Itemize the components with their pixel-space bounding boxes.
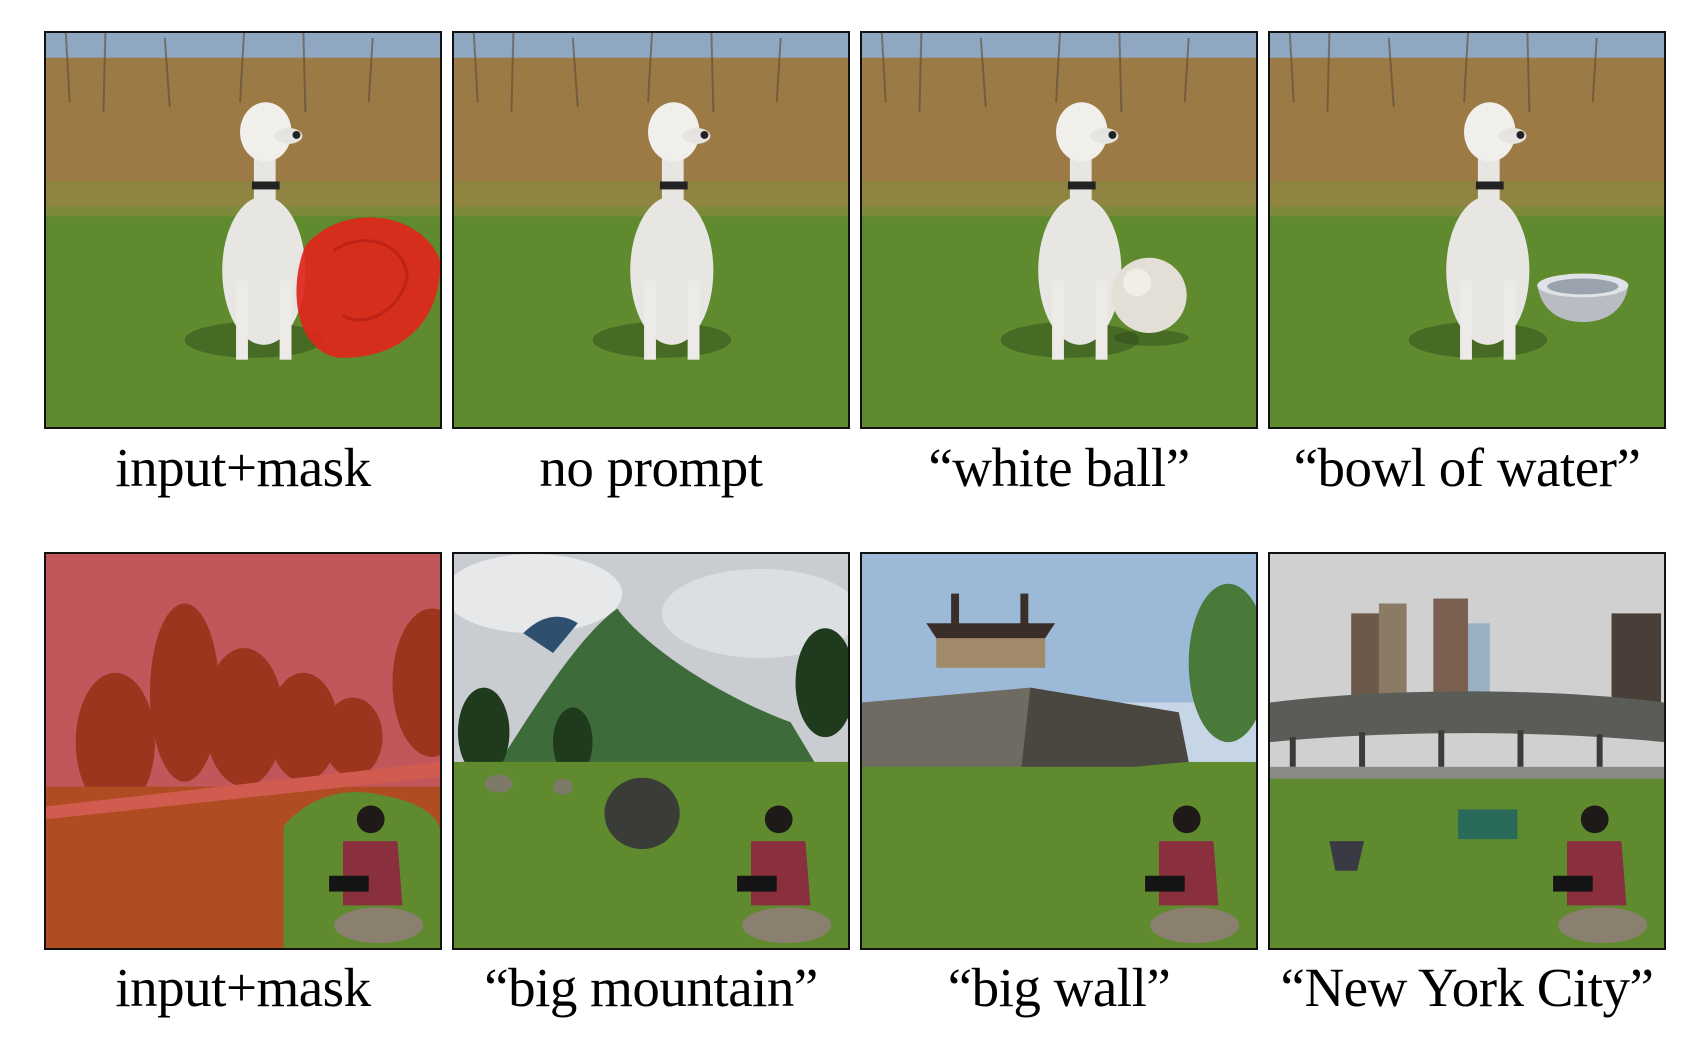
dog-mask-image (46, 33, 440, 427)
caption-white-ball: “white ball” (928, 437, 1190, 498)
seated-man (329, 805, 424, 944)
panel-dog-white-ball (860, 31, 1258, 429)
white-ball (1111, 257, 1187, 333)
park-wall-image (862, 554, 1256, 948)
caption-big-wall: “big wall” (947, 957, 1171, 1018)
park-mountain-image (454, 554, 848, 948)
hay-bale (604, 777, 680, 850)
panel-dog-bowl-of-water (1268, 31, 1666, 429)
dog-figure (1446, 102, 1530, 360)
seated-man (737, 805, 832, 944)
dog-bowl-image (1270, 33, 1664, 427)
caption-bowl-of-water: “bowl of water” (1293, 437, 1641, 498)
metal-bowl (1537, 273, 1629, 323)
seated-man (1553, 805, 1648, 944)
dog-no-prompt-image (454, 33, 848, 427)
panel-dog-input-mask (44, 31, 442, 429)
park-mask-image (46, 554, 440, 948)
panel-park-input-mask (44, 552, 442, 950)
dog-figure (1038, 102, 1122, 360)
caption-no-prompt: no prompt (539, 437, 763, 498)
panel-park-big-wall (860, 552, 1258, 950)
dog-figure (222, 102, 306, 360)
panel-dog-no-prompt (452, 31, 850, 429)
dog-white-ball-image (862, 33, 1256, 427)
panel-park-big-mountain (452, 552, 850, 950)
green-object (1458, 809, 1518, 840)
park-city-image (1270, 554, 1664, 948)
caption-big-mountain: “big mountain” (484, 957, 818, 1018)
seated-man (1145, 805, 1240, 944)
caption-new-york-city: “New York City” (1280, 957, 1654, 1018)
dog-figure (630, 102, 714, 360)
panel-park-new-york-city (1268, 552, 1666, 950)
caption-input-mask: input+mask (115, 437, 371, 498)
caption-input-mask-2: input+mask (115, 957, 371, 1018)
